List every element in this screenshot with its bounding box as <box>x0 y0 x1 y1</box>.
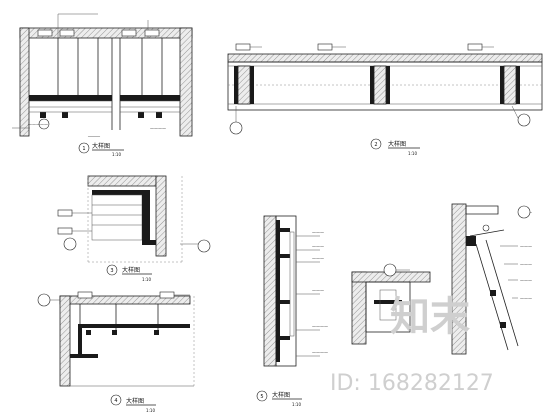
wall-section <box>451 203 467 355</box>
detail-3: 3 大样图 1:10 <box>57 175 211 282</box>
detail-scale: 1:10 <box>142 277 151 282</box>
left-wall <box>19 27 30 137</box>
detail-scale: 1:10 <box>146 408 155 413</box>
detail-number-badge <box>370 138 382 150</box>
detail-scale: 1:10 <box>112 152 121 157</box>
detail-title: 大样图 <box>126 397 144 405</box>
detail-number-badge <box>256 390 268 402</box>
detail-right: ——— ——— ——— ——— ——— <box>451 203 532 355</box>
svg-text:———: ——— <box>520 296 532 301</box>
detail-number: 2 <box>374 142 377 148</box>
detail-scale: 1:10 <box>292 402 301 407</box>
svg-text:———: ——— <box>520 262 532 267</box>
svg-text:———: ——— <box>312 256 324 261</box>
watermark-logo-text: 知末 <box>390 294 470 340</box>
detail-title: 大样图 <box>92 142 110 150</box>
left-wall <box>59 295 71 387</box>
detail-4: 4 大样图 1:10 <box>37 291 195 413</box>
detail-title: 大样图 <box>122 266 140 274</box>
detail-number: 1 <box>82 146 85 152</box>
detail-number: 5 <box>260 394 263 400</box>
svg-text:______: ______ <box>87 132 101 137</box>
detail-1: ______ ————— ———— 1 大样图 1:10 <box>12 13 193 157</box>
wall-section <box>263 215 277 367</box>
ceiling-slab <box>227 53 543 63</box>
detail-5: ——— ——— ——— ——— ———— ———— 5 大样图 1:10 <box>256 215 328 407</box>
ceiling-board <box>29 95 112 101</box>
ceiling-board <box>120 95 180 101</box>
detail-number-badge <box>110 394 122 406</box>
detail-title: 大样图 <box>272 391 290 399</box>
svg-text:———: ——— <box>312 288 324 293</box>
watermark-id: ID: 168282127 <box>330 371 494 396</box>
svg-text:—————: ————— <box>28 122 48 127</box>
detail-small <box>351 263 431 345</box>
svg-text:———: ——— <box>312 230 324 235</box>
ceiling-slab <box>87 175 157 187</box>
wall-section <box>351 271 367 345</box>
svg-text:———: ——— <box>520 244 532 249</box>
svg-text:————: ———— <box>312 350 328 355</box>
svg-text:————: ———— <box>150 126 166 131</box>
svg-text:———: ——— <box>312 244 324 249</box>
svg-text:————: ———— <box>312 324 328 329</box>
detail-number-badge <box>106 264 118 276</box>
svg-text:———: ——— <box>520 278 532 283</box>
detail-number: 4 <box>114 398 117 404</box>
detail-number-badge <box>78 142 90 154</box>
detail-scale: 1:10 <box>408 151 417 156</box>
detail-2: 2 大样图 1:10 <box>227 43 543 156</box>
watermark: 知末 ID: 168282127 <box>330 294 494 396</box>
detail-number: 3 <box>110 268 113 274</box>
wall-section <box>179 27 193 137</box>
detail-title: 大样图 <box>388 140 406 148</box>
wall-section <box>155 175 167 257</box>
